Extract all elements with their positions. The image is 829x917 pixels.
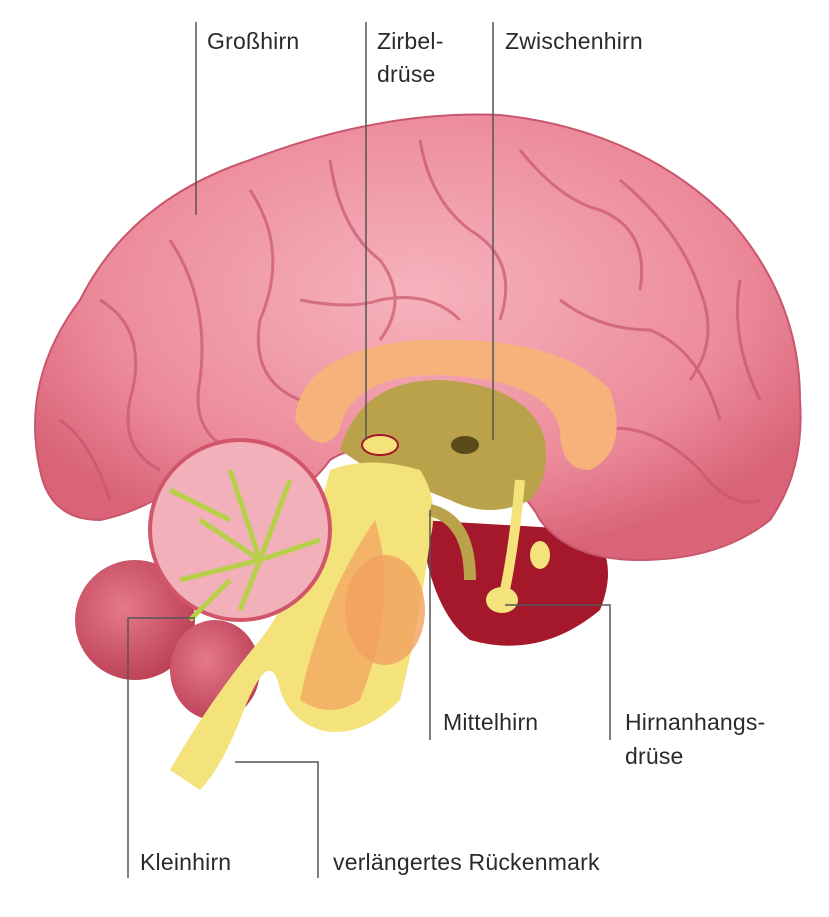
label-zwischenhirn: Zwischenhirn xyxy=(505,28,643,54)
label-mittelhirn: Mittelhirn xyxy=(443,709,539,735)
arbor-vitae xyxy=(168,469,321,622)
leader-lines xyxy=(127,22,611,878)
pons xyxy=(345,555,425,665)
label-grosshirn: Großhirn xyxy=(207,28,300,54)
label-verlaengertes-rueckenmark: verlängertes Rückenmark xyxy=(333,849,600,875)
gyri xyxy=(59,139,762,504)
pineal-gland xyxy=(361,434,399,456)
label-zirbeldruese-line2: drüse xyxy=(377,61,436,87)
corpus-callosum xyxy=(295,339,617,470)
label-hirnanhangsdruese-line1: Hirnanhangs- xyxy=(625,709,766,735)
thalamus-hole xyxy=(451,436,479,454)
leader-rueckenmark xyxy=(235,761,319,878)
pituitary-stalk xyxy=(500,479,525,591)
label-kleinhirn: Kleinhirn xyxy=(140,849,232,875)
label-zirbeldruese-line1: Zirbel- xyxy=(377,28,444,54)
midbrain-tube xyxy=(428,504,476,581)
pituitary-gland xyxy=(486,587,518,613)
leader-kleinhirn xyxy=(127,617,195,878)
mammillary-body xyxy=(530,541,550,569)
label-hirnanhangsdruese-line2: drüse xyxy=(625,743,684,769)
cerebellum-section xyxy=(148,438,332,622)
cerebellum-lobe xyxy=(75,560,195,680)
leader-hirnanhangsdruese xyxy=(505,604,611,740)
